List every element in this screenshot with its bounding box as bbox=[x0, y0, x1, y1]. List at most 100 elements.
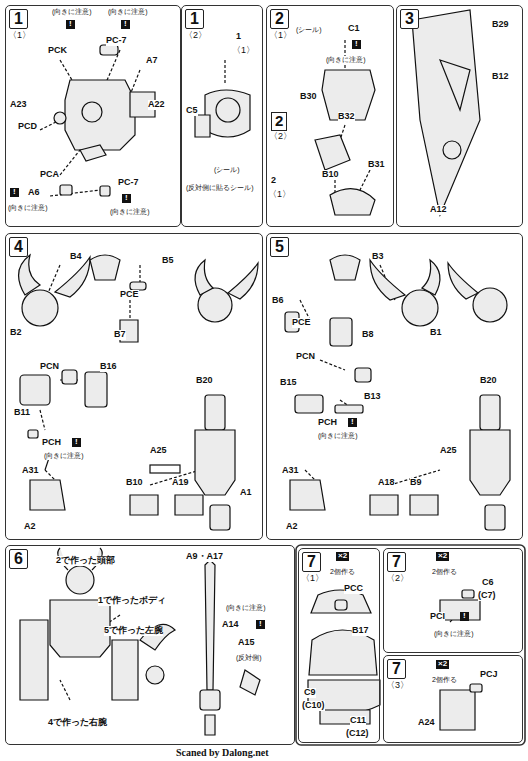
part-label: A23 bbox=[10, 100, 27, 110]
part-label: 2 bbox=[271, 176, 276, 186]
part-label: B30 bbox=[300, 92, 317, 102]
note-text: (向きに注意) bbox=[326, 56, 366, 64]
part-label: B7 bbox=[114, 330, 126, 340]
warning-icon: ! bbox=[256, 620, 265, 629]
step-panel: 7〈3〉 bbox=[383, 655, 523, 743]
substep-label: 〈2〉 bbox=[269, 132, 292, 142]
part-label: PCN bbox=[296, 352, 315, 362]
step-number: 5 bbox=[270, 237, 289, 257]
step-number: 2 bbox=[270, 9, 289, 29]
step-number: 7 bbox=[387, 659, 406, 679]
warning-icon: ! bbox=[121, 20, 130, 29]
part-label: PCH bbox=[42, 438, 61, 448]
warning-icon: ! bbox=[72, 438, 81, 447]
part-label: B13 bbox=[364, 392, 381, 402]
part-label: A1 bbox=[240, 488, 252, 498]
part-label: A31 bbox=[22, 466, 39, 476]
note-text: (反対側に貼るシール) bbox=[186, 184, 258, 192]
substep-label: 〈1〉 bbox=[268, 190, 291, 200]
part-label: PCK bbox=[48, 46, 67, 56]
count-badge: ×2 bbox=[436, 660, 449, 669]
part-label: B17 bbox=[352, 626, 369, 636]
step-panel: 3 bbox=[396, 5, 523, 227]
part-label: A15 bbox=[238, 638, 255, 648]
substep-label: 〈3〉 bbox=[386, 680, 409, 690]
part-label: B10 bbox=[126, 478, 143, 488]
part-label: A25 bbox=[150, 446, 167, 456]
part-label: A18 bbox=[378, 478, 395, 488]
count-badge: ×2 bbox=[436, 552, 449, 561]
note-text: (向きに注意) bbox=[108, 8, 148, 16]
note-text: (シール) bbox=[214, 166, 240, 174]
step-panel: 1〈2〉 bbox=[181, 5, 263, 227]
step-panel: 7〈1〉 bbox=[298, 548, 380, 743]
part-label: B29 bbox=[492, 20, 509, 30]
step-number: 1 bbox=[9, 9, 28, 29]
part-label: C5 bbox=[186, 106, 198, 116]
part-label: B32 bbox=[338, 112, 355, 122]
part-label: A6 bbox=[28, 188, 40, 198]
part-label: B8 bbox=[362, 330, 374, 340]
note-text: (向きに注意) bbox=[8, 204, 48, 212]
part-label: A9・A17 bbox=[186, 552, 223, 562]
step-panel: 4 bbox=[5, 233, 263, 540]
part-label: B12 bbox=[492, 72, 509, 82]
part-label: 2で作った頭部 bbox=[56, 556, 115, 566]
part-label: PCD bbox=[18, 122, 37, 132]
substep-label: 〈2〉 bbox=[386, 573, 409, 583]
substep-label: 〈1〉 bbox=[8, 30, 31, 40]
count-badge: ×2 bbox=[336, 552, 349, 561]
part-label: A12 bbox=[430, 205, 447, 215]
part-label: C1 bbox=[348, 24, 360, 34]
note-text: (向きに注意) bbox=[52, 8, 92, 16]
note-text: (向きに注意) bbox=[434, 630, 474, 638]
step-number: 2 bbox=[271, 112, 287, 131]
step-number: 7 bbox=[387, 552, 406, 572]
note-text: 2個作る bbox=[432, 676, 457, 684]
warning-icon: ! bbox=[10, 188, 19, 197]
part-label: B9 bbox=[410, 478, 422, 488]
part-label: A25 bbox=[440, 446, 457, 456]
note-text: (向きに注意) bbox=[44, 452, 84, 460]
watermark: Scaned by Dalong.net bbox=[176, 747, 269, 758]
note-text: (向きに注意) bbox=[318, 432, 358, 440]
part-label: 4で作った右腕 bbox=[48, 718, 107, 728]
part-label: B2 bbox=[10, 328, 22, 338]
warning-icon: ! bbox=[460, 612, 469, 621]
step-number: 7 bbox=[302, 552, 321, 572]
note-text: (向きに注意) bbox=[110, 208, 150, 216]
part-label: A2 bbox=[24, 522, 36, 532]
step-number: 6 bbox=[9, 549, 28, 569]
part-label: A31 bbox=[282, 466, 299, 476]
part-label: B4 bbox=[70, 252, 82, 262]
part-label: (C12) bbox=[346, 729, 369, 739]
part-label: B15 bbox=[280, 378, 297, 388]
substep-label: 〈1〉 bbox=[269, 30, 292, 40]
part-label: B6 bbox=[272, 296, 284, 306]
part-label: PCE bbox=[292, 318, 311, 328]
part-label: PCI bbox=[430, 612, 445, 622]
note-text: 2個作る bbox=[432, 568, 457, 576]
part-label: A22 bbox=[148, 100, 165, 110]
part-label: PCJ bbox=[480, 670, 498, 680]
part-label: PC-7 bbox=[118, 178, 139, 188]
part-label: (C7) bbox=[478, 591, 496, 601]
part-label: PCA bbox=[40, 170, 59, 180]
note-text: (向きに注意) bbox=[226, 604, 266, 612]
part-label: B5 bbox=[162, 256, 174, 266]
step-panel: 5 bbox=[266, 233, 523, 540]
part-label: PCH bbox=[318, 418, 337, 428]
part-label: A7 bbox=[146, 56, 158, 66]
part-label: B20 bbox=[196, 376, 213, 386]
warning-icon: ! bbox=[122, 194, 131, 203]
part-label: B1 bbox=[430, 328, 442, 338]
part-label: 1で作ったボディ bbox=[98, 596, 166, 606]
warning-icon: ! bbox=[66, 20, 75, 29]
part-label: B20 bbox=[480, 376, 497, 386]
part-label: PC-7 bbox=[106, 36, 127, 46]
step-number: 3 bbox=[400, 9, 419, 29]
part-label: B11 bbox=[14, 408, 30, 418]
warning-icon: ! bbox=[352, 40, 361, 49]
note-text: 2個作る bbox=[330, 568, 355, 576]
